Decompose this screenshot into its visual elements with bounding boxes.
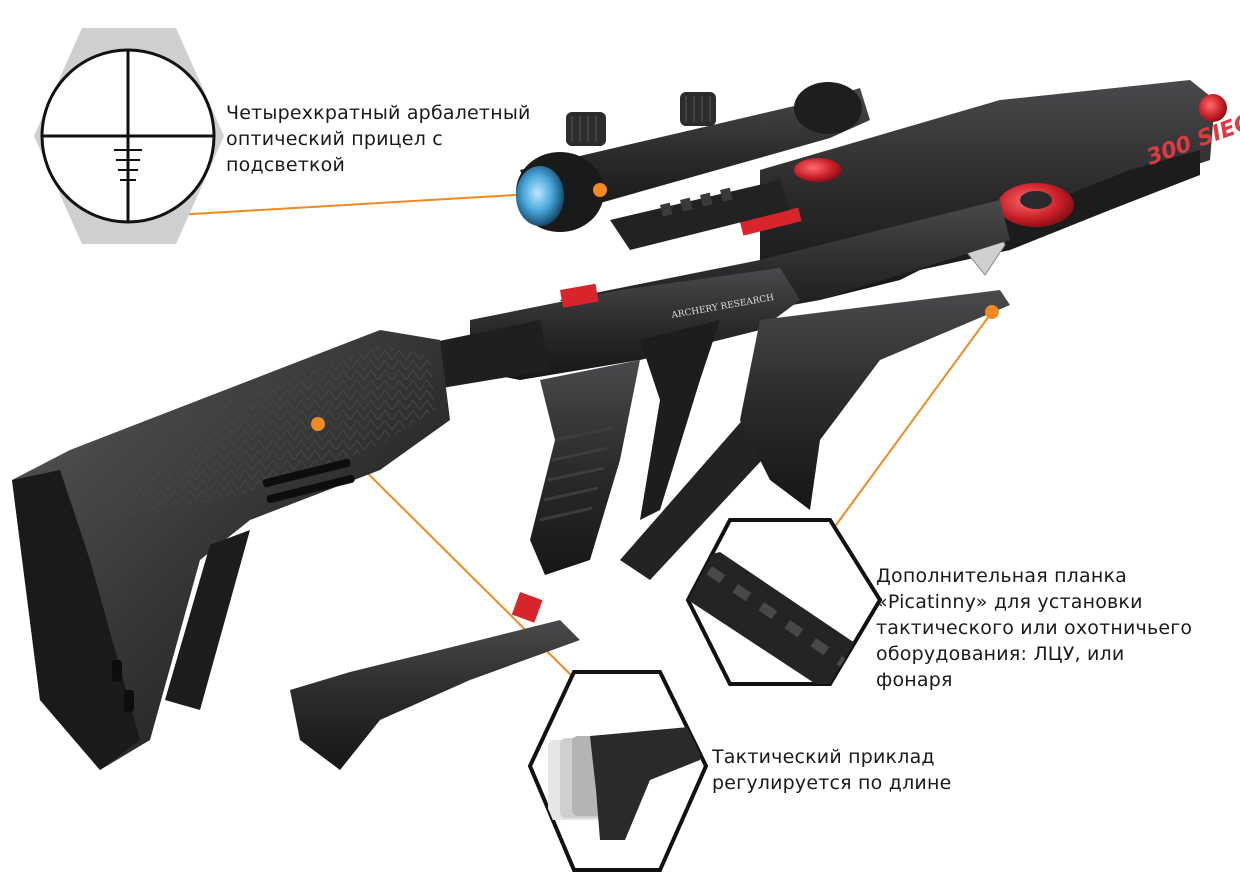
stock-slots [112,458,355,712]
callout-stock-line: регулируется по длине [712,772,952,794]
bolt-red-segment [740,207,802,236]
stock-callout-dot [311,417,325,431]
callout-scope-line: оптический прицел с [226,128,443,150]
reticle-hexagon [34,28,224,244]
crossbow: 300 SIEGE [12,80,1240,770]
callout-rail-line: оборудования: ЛЦУ, или [876,643,1125,665]
stock-texture [95,345,435,520]
callout-rail-line: фонаря [876,669,953,691]
buffer-tube [420,320,550,390]
grip-texture [539,426,613,522]
leader-line-rail [827,311,993,537]
scope-lens [516,166,564,226]
stock-closeup [590,726,700,840]
scope-mount [610,180,790,250]
callout-stock-line: Тактический приклад [712,746,935,768]
scope-objective-bell [794,82,862,134]
callout-scope-line: подсветкой [226,154,346,176]
stock-strut [165,530,250,710]
limb-tip-cap [1199,94,1227,122]
foregrip [740,290,1010,510]
scope-tube [520,88,870,220]
pistol-grip [530,360,640,575]
inset-rail-hexagon [685,518,883,686]
callout-scope: Четырехкратный арбалетный оптический при… [226,100,531,178]
callout-rail: Дополнительная планка «Picatinny» для ус… [876,563,1192,693]
turret-knurling [571,96,711,142]
stock-buttpad [12,470,140,770]
receiver [470,268,800,380]
mount-rail-teeth [660,187,733,217]
scope-turret-top [680,92,716,126]
callout-rail-line: «Picatinny» для установки [876,591,1143,613]
callout-rail-line: тактического или охотничьего [876,617,1193,639]
scope-callout-dot [593,183,607,197]
rail-callout-dot [985,305,999,319]
callout-rail-line: Дополнительная планка [876,565,1128,587]
cocking-handle-warning [511,592,543,623]
cocking-handle [290,620,580,770]
cam-right-hub [1020,191,1052,209]
inset-stock-hexagon [527,670,709,872]
cam-left [794,158,842,182]
callout-stock: Тактический приклад регулируется по длин… [712,744,951,796]
crosshair-reticle-icon [42,50,214,222]
receiver-red-tag [560,283,599,308]
trigger-guard [640,320,720,520]
callout-scope-line: Четырехкратный арбалетный [226,102,531,124]
